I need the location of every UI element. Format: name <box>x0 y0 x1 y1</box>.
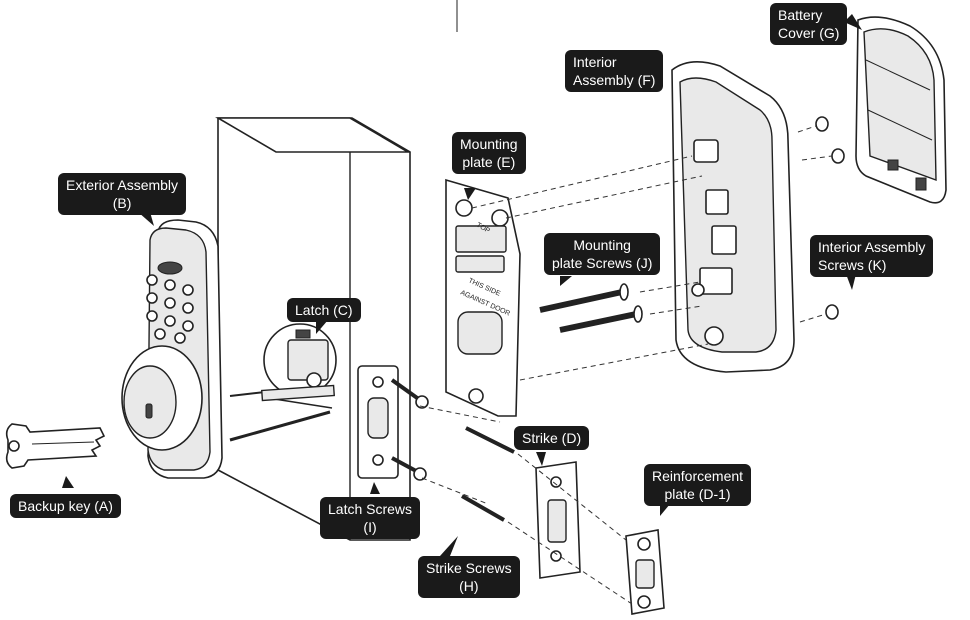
callout-strike-screws: Strike Screws (H) <box>418 556 520 598</box>
label-mounting-plate-screws-line2: plate Screws (J) <box>552 255 653 271</box>
label-interior-assembly-screws-line1: Interior Assembly <box>818 239 926 255</box>
battery-cover <box>855 16 947 204</box>
label-mounting-plate-line2: plate (E) <box>462 154 516 170</box>
callout-interior-assembly: Interior Assembly (F) <box>565 50 664 92</box>
label-backup-key: Backup key (A) <box>18 498 113 514</box>
label-exterior-assembly-line2: (B) <box>112 195 132 211</box>
label-strike-screws-line2: (H) <box>459 578 479 594</box>
label-exterior-assembly-line1: Exterior Assembly <box>66 177 179 193</box>
alignment-lines <box>419 125 833 605</box>
backup-key <box>5 423 106 469</box>
label-strike: Strike (D) <box>522 430 582 446</box>
strike-plate <box>535 461 581 579</box>
label-latch-screws-line1: Latch Screws <box>328 501 413 517</box>
mounting-plate-screws <box>539 283 643 333</box>
latch <box>260 323 337 409</box>
callout-exterior-assembly: Exterior Assembly (B) <box>58 173 187 215</box>
callout-battery-cover: Battery Cover (G) <box>770 3 848 45</box>
callout-reinforcement-plate: Reinforcement plate (D-1) <box>644 464 752 506</box>
reinforcement-plate <box>625 529 665 615</box>
label-interior-assembly-screws-line2: Screws (K) <box>818 257 887 273</box>
latch-face-plate <box>357 365 399 479</box>
label-mounting-plate-line1: Mounting <box>460 136 518 152</box>
label-reinforcement-plate-line2: plate (D-1) <box>664 486 731 502</box>
callout-latch-screws: Latch Screws (I) <box>320 497 421 539</box>
latch-screws <box>390 378 429 481</box>
label-battery-cover-line2: Cover (G) <box>778 25 840 41</box>
interior-assembly-screws <box>815 116 845 320</box>
interior-assembly <box>671 61 795 373</box>
callout-strike: Strike (D) <box>514 426 590 450</box>
exterior-assembly <box>121 219 331 479</box>
mounting-plate: TOP THIS SIDE AGAINST DOOR <box>445 178 521 417</box>
strike-screws <box>461 426 515 522</box>
label-interior-assembly-line2: Assembly (F) <box>573 72 656 88</box>
callout-mounting-plate: Mounting plate (E) <box>452 132 526 174</box>
label-latch-screws-line2: (I) <box>363 519 377 535</box>
callout-mounting-plate-screws: Mounting plate Screws (J) <box>544 233 661 275</box>
label-strike-screws-line1: Strike Screws <box>426 560 512 576</box>
callout-latch: Latch (C) <box>287 298 361 322</box>
label-battery-cover-line1: Battery <box>778 7 823 23</box>
label-interior-assembly-line1: Interior <box>573 54 617 70</box>
callout-backup-key: Backup key (A) <box>10 494 121 518</box>
label-reinforcement-plate-line1: Reinforcement <box>652 468 744 484</box>
callout-interior-assembly-screws: Interior Assembly Screws (K) <box>810 235 934 277</box>
label-mounting-plate-screws-line1: Mounting <box>573 237 631 253</box>
label-latch: Latch (C) <box>295 302 353 318</box>
